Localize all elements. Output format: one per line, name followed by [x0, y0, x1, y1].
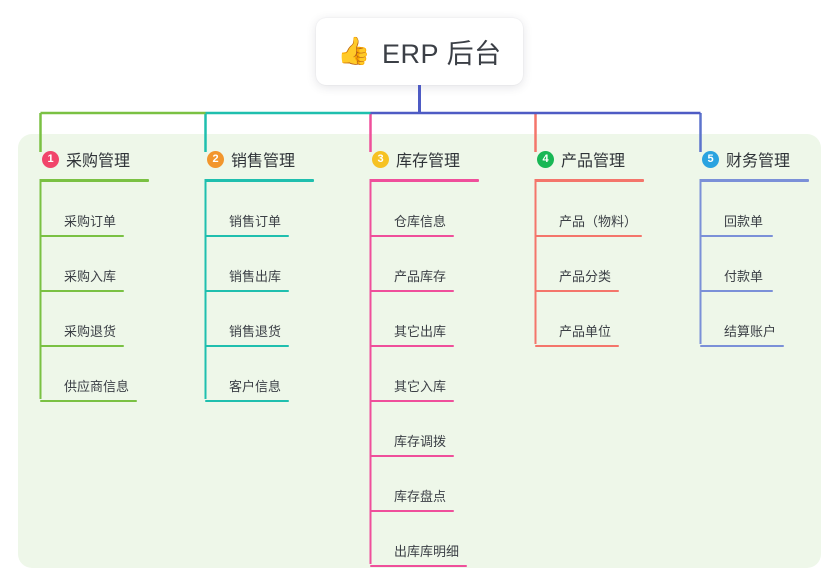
branch-leaf-underline [370, 510, 454, 512]
branch-leaf-underline [700, 345, 784, 347]
branch-leaf-underline [370, 455, 454, 457]
branch-leaf[interactable]: 产品单位 [535, 292, 644, 347]
branch-leaf[interactable]: 采购退货 [40, 292, 149, 347]
branch-leaf-label: 供应商信息 [64, 379, 130, 394]
branch-title: 采购管理 [66, 153, 131, 170]
branch-leaf-label: 采购入库 [64, 269, 117, 284]
branch-leaf-label: 产品（物料） [559, 214, 638, 229]
branch-leaf-underline [40, 235, 124, 237]
branch-leaf-label: 产品单位 [559, 324, 612, 339]
branch-leaf-underline [535, 235, 642, 237]
branch-leaf-label: 销售出库 [229, 269, 282, 284]
branch-leaf-underline [205, 345, 289, 347]
thumbs-up-icon: 👍 [337, 36, 372, 66]
branch-number-badge: 4 [537, 150, 554, 168]
branch-leaf[interactable]: 采购入库 [40, 237, 149, 292]
root-node-title: ERP 后台 [382, 39, 502, 69]
branch-number-badge: 1 [42, 150, 59, 168]
branch-title: 销售管理 [231, 153, 296, 170]
branch-leaf-label: 出库库明细 [394, 544, 460, 559]
branch-leaf-underline [205, 290, 289, 292]
branch-leaf[interactable]: 产品分类 [535, 237, 644, 292]
branch-header-underline [205, 179, 314, 182]
branch-leaf-label: 产品分类 [559, 269, 612, 284]
root-node[interactable]: 👍 ERP 后台 [316, 18, 523, 85]
branch-leaf[interactable]: 其它入库 [370, 347, 479, 402]
branch-leaf[interactable]: 销售退货 [205, 292, 314, 347]
branch-leaf[interactable]: 库存调拨 [370, 402, 479, 457]
branch-leaf-label: 付款单 [724, 269, 764, 284]
branch-leaf-label: 销售退货 [229, 324, 282, 339]
branch-header-2[interactable]: 2 销售管理 [205, 146, 314, 172]
branch-column-2: 2 销售管理销售订单销售出库销售退货客户信息 [205, 146, 314, 402]
branch-header-1[interactable]: 1 采购管理 [40, 146, 149, 172]
branch-header-underline [370, 179, 479, 182]
branch-leaf-label: 其它入库 [394, 379, 447, 394]
branch-leaf-label: 产品库存 [394, 269, 447, 284]
branch-title: 产品管理 [561, 153, 626, 170]
branch-leaf[interactable]: 付款单 [700, 237, 809, 292]
branch-leaf-underline [700, 290, 773, 292]
branches-panel [18, 134, 821, 568]
branch-header-5[interactable]: 5 财务管理 [700, 146, 809, 172]
branch-column-3: 3 库存管理仓库信息产品库存其它出库其它入库库存调拨库存盘点出库库明细 [370, 146, 479, 567]
branch-leaf[interactable]: 库存盘点 [370, 457, 479, 512]
branch-leaf-label: 采购退货 [64, 324, 117, 339]
branch-header-3[interactable]: 3 库存管理 [370, 146, 479, 172]
branch-header-underline [40, 179, 149, 182]
branch-leaf[interactable]: 结算账户 [700, 292, 809, 347]
branch-leaf-label: 结算账户 [724, 324, 777, 339]
branch-leaf-underline [40, 400, 137, 402]
branch-leaf[interactable]: 供应商信息 [40, 347, 149, 402]
branch-header-underline [700, 179, 809, 182]
branch-number-badge: 5 [702, 150, 719, 168]
branch-leaf-label: 采购订单 [64, 214, 117, 229]
branch-leaf[interactable]: 销售出库 [205, 237, 314, 292]
branch-leaf-underline [535, 345, 619, 347]
branch-header-underline [535, 179, 644, 182]
branch-leaf[interactable]: 客户信息 [205, 347, 314, 402]
branch-leaf[interactable]: 仓库信息 [370, 182, 479, 237]
branch-column-1: 1 采购管理采购订单采购入库采购退货供应商信息 [40, 146, 149, 402]
branch-leaf-underline [205, 400, 289, 402]
branch-leaf-underline [535, 290, 619, 292]
branch-title: 财务管理 [726, 153, 791, 170]
branch-leaf[interactable]: 销售订单 [205, 182, 314, 237]
branch-leaf[interactable]: 产品（物料） [535, 182, 644, 237]
branch-leaf-label: 客户信息 [229, 379, 282, 394]
branch-leaf-underline [40, 290, 124, 292]
branch-leaf-underline [370, 565, 467, 567]
branch-leaf[interactable]: 采购订单 [40, 182, 149, 237]
branch-title: 库存管理 [396, 153, 461, 170]
branch-leaf[interactable]: 回款单 [700, 182, 809, 237]
branch-leaf-label: 回款单 [724, 214, 764, 229]
branch-leaf[interactable]: 产品库存 [370, 237, 479, 292]
branch-column-5: 5 财务管理回款单付款单结算账户 [700, 146, 809, 347]
branch-number-badge: 2 [207, 150, 224, 168]
branch-leaf-label: 库存盘点 [394, 489, 447, 504]
branch-header-4[interactable]: 4 产品管理 [535, 146, 644, 172]
branch-leaf-underline [370, 400, 454, 402]
branch-leaf-label: 销售订单 [229, 214, 282, 229]
branch-leaf-underline [370, 345, 454, 347]
branch-leaf-underline [700, 235, 773, 237]
branch-leaf-underline [205, 235, 289, 237]
branch-leaf-label: 仓库信息 [394, 214, 447, 229]
branch-leaf-label: 其它出库 [394, 324, 447, 339]
branch-number-badge: 3 [372, 150, 389, 168]
branch-leaf-underline [370, 235, 454, 237]
branch-leaf[interactable]: 其它出库 [370, 292, 479, 347]
branch-leaf-underline [370, 290, 454, 292]
branch-column-4: 4 产品管理产品（物料） 产品分类产品单位 [535, 146, 644, 347]
branch-leaf-underline [40, 345, 124, 347]
branch-leaf-label: 库存调拨 [394, 434, 447, 449]
branch-leaf[interactable]: 出库库明细 [370, 512, 479, 567]
